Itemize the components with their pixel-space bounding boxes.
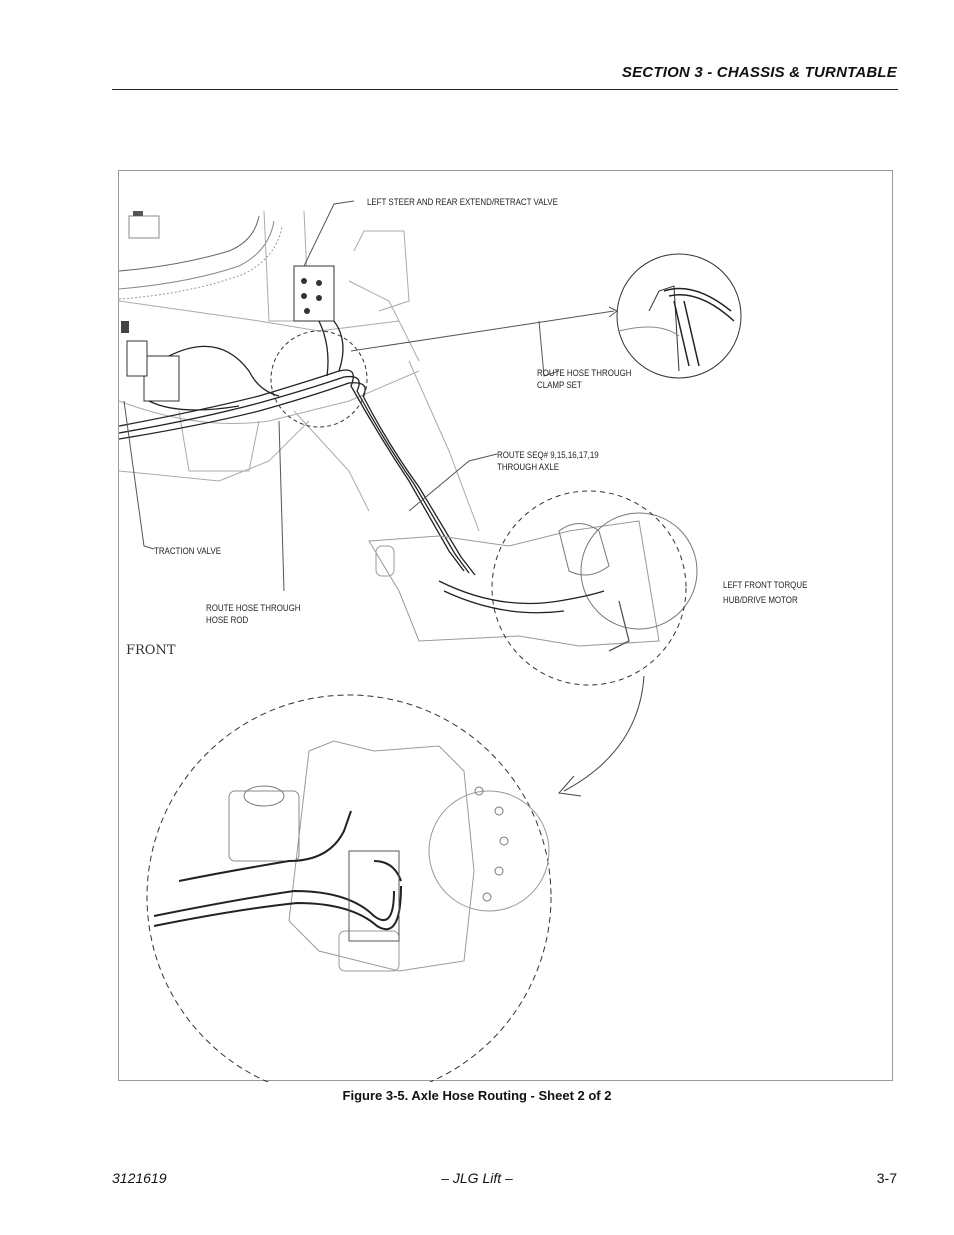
callout-route-seq-line1: ROUTE SEQ# 9,15,16,17,19 — [497, 450, 599, 460]
section-title: SECTION 3 - CHASSIS & TURNTABLE — [621, 64, 897, 81]
clamp-set-marker — [270, 330, 368, 428]
doc-number: 3121619 — [112, 1170, 167, 1186]
hose-bundle — [119, 320, 476, 576]
axle-hose-routing-illustration — [119, 200, 742, 1082]
hub-motor-detail-circle — [146, 694, 552, 1082]
figure-caption: Figure 3-5. Axle Hose Routing - Sheet 2 … — [342, 1088, 612, 1103]
axle-housing — [368, 512, 698, 652]
callout-left-steer-valve: LEFT STEER AND REAR EXTEND/RETRACT VALVE — [367, 197, 558, 207]
callout-hose-rod-line2: HOSE ROD — [206, 615, 249, 625]
chassis-outline — [119, 230, 480, 532]
page-number: 3-7 — [876, 1170, 897, 1186]
callout-clamp-set-line2: CLAMP SET — [537, 380, 582, 390]
callout-left-front-line1: LEFT FRONT TORQUE — [723, 580, 808, 590]
detail-arrow — [563, 675, 645, 792]
callout-traction-valve: TRACTION VALVE — [154, 546, 222, 556]
traction-valve — [121, 321, 180, 402]
callout-left-front-line2: HUB/DRIVE MOTOR — [723, 595, 798, 605]
figure-frame: LEFT STEER AND REAR EXTEND/RETRACT VALVE… — [118, 170, 893, 1082]
turntable-gear — [119, 210, 310, 322]
clamp-leader-line — [350, 310, 615, 352]
front-direction-label: FRONT — [126, 643, 176, 658]
header-rule — [112, 89, 898, 90]
publisher: – JLG Lift – — [441, 1170, 513, 1186]
clamp-detail — [616, 253, 742, 379]
callout-hose-rod-line1: ROUTE HOSE THROUGH — [206, 603, 301, 613]
callout-route-seq-line2: THROUGH AXLE — [497, 462, 560, 472]
steer-valve-block — [293, 265, 335, 322]
callout-clamp-set-line1: ROUTE HOSE THROUGH — [537, 368, 632, 378]
hub-motor-detail — [153, 740, 550, 972]
hub-motor-marker — [491, 490, 687, 686]
